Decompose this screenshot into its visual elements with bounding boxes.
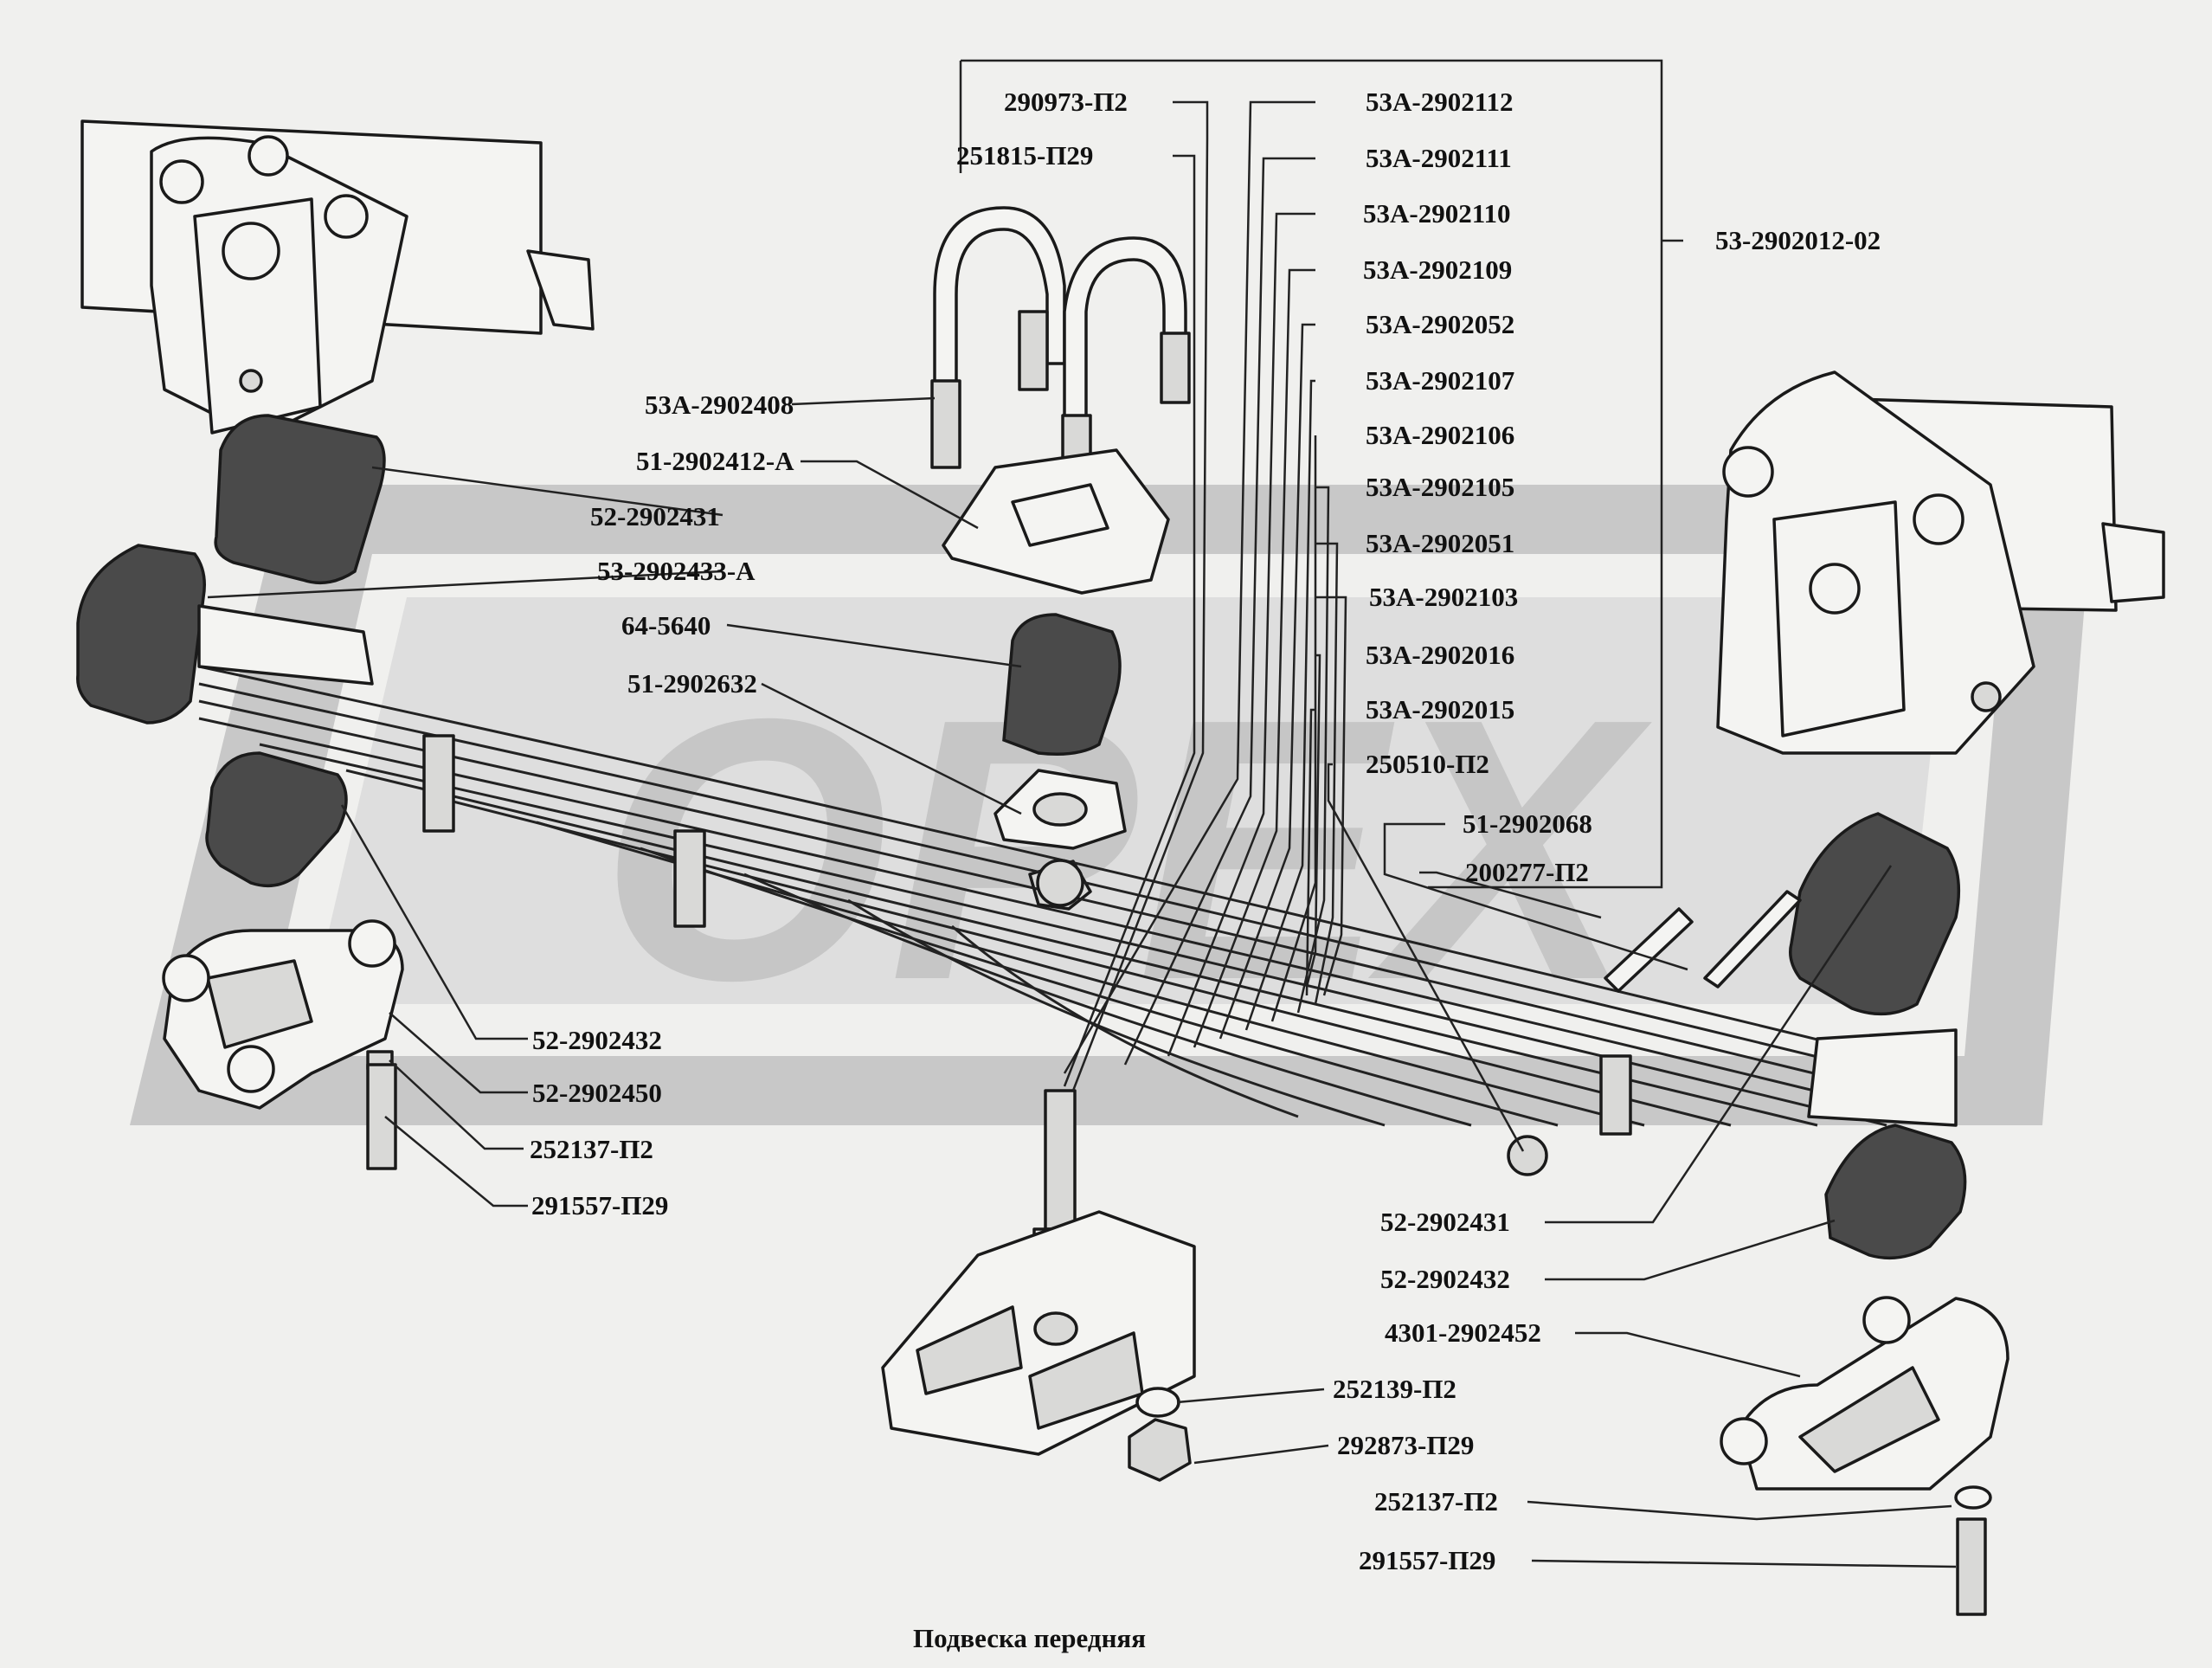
shackle-pin-right bbox=[1507, 890, 1802, 1176]
u-bolts bbox=[930, 206, 1191, 495]
label-52-2902432-left: 52-2902432 bbox=[532, 1025, 662, 1055]
callout-labels: 290973-П2 251815-П29 53А-2902112 53А-290… bbox=[530, 87, 1881, 1575]
label-53a-2902112: 53А-2902112 bbox=[1366, 87, 1514, 117]
label-52-2902432-right: 52-2902432 bbox=[1380, 1264, 1510, 1294]
label-252137-p2-left: 252137-П2 bbox=[530, 1134, 653, 1164]
label-53a-2902051: 53А-2902051 bbox=[1366, 528, 1514, 558]
label-64-5640: 64-5640 bbox=[621, 610, 711, 641]
label-53a-2902107: 53А-2902107 bbox=[1366, 365, 1514, 396]
label-52-2902450: 52-2902450 bbox=[532, 1078, 662, 1108]
diagram-caption: Подвеска передняя bbox=[913, 1623, 1146, 1653]
label-53a-2902109: 53А-2902109 bbox=[1363, 254, 1512, 285]
label-53a-2902408: 53А-2902408 bbox=[645, 390, 794, 420]
label-53a-2902110: 53А-2902110 bbox=[1363, 198, 1511, 229]
label-51-2902068: 51-2902068 bbox=[1463, 808, 1592, 839]
right-frame-bracket bbox=[1716, 370, 2165, 755]
label-53a-2902052: 53А-2902052 bbox=[1366, 309, 1514, 339]
label-290973-p2: 290973-П2 bbox=[1004, 87, 1128, 117]
leaf-group-bracket bbox=[961, 59, 1663, 889]
label-252139-p2: 252139-П2 bbox=[1333, 1374, 1456, 1404]
label-53a-2902105: 53А-2902105 bbox=[1366, 472, 1514, 502]
label-53-2902433-a: 53-2902433-А bbox=[597, 556, 756, 586]
label-53a-2902111: 53А-2902111 bbox=[1366, 143, 1512, 173]
label-51-2902412-a: 51-2902412-А bbox=[636, 446, 794, 476]
rubber-pads bbox=[76, 414, 1967, 1260]
label-53-2902012-02: 53-2902012-02 bbox=[1715, 225, 1881, 255]
u-bolt-plate bbox=[942, 448, 1170, 595]
leader-lines bbox=[207, 100, 1957, 1568]
label-251815-p29: 251815-П29 bbox=[956, 140, 1093, 171]
label-52-2902431-right: 52-2902431 bbox=[1380, 1207, 1510, 1237]
label-291557-p29-left: 291557-П29 bbox=[531, 1190, 668, 1220]
lower-plate bbox=[881, 1210, 1196, 1456]
label-53a-2902016: 53А-2902016 bbox=[1366, 640, 1514, 670]
label-292873-p29: 292873-П29 bbox=[1337, 1430, 1474, 1460]
label-200277-p2: 200277-П2 bbox=[1465, 857, 1589, 887]
label-53a-2902015: 53А-2902015 bbox=[1366, 694, 1514, 725]
label-53a-2902103: 53А-2902103 bbox=[1369, 582, 1518, 612]
label-4301-2902452: 4301-2902452 bbox=[1385, 1317, 1541, 1348]
left-frame-bracket bbox=[80, 119, 595, 439]
label-252137-p2-right: 252137-П2 bbox=[1374, 1486, 1498, 1517]
right-spring-seat bbox=[1720, 1296, 2009, 1491]
leaf-spring-pack bbox=[197, 604, 1958, 1136]
right-bolt bbox=[1954, 1485, 1992, 1616]
left-spring-seat bbox=[162, 919, 404, 1110]
label-52-2902431-left: 52-2902431 bbox=[590, 501, 720, 531]
label-51-2902632: 51-2902632 bbox=[627, 668, 757, 699]
label-53a-2902106: 53А-2902106 bbox=[1366, 420, 1514, 450]
left-bolt bbox=[366, 1050, 397, 1170]
label-291557-p29-right: 291557-П29 bbox=[1359, 1545, 1495, 1575]
label-250510-p2: 250510-П2 bbox=[1366, 749, 1489, 779]
